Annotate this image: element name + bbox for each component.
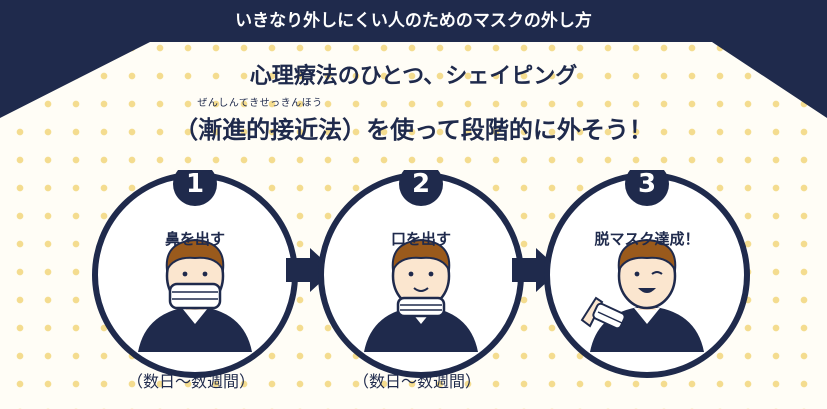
step-2-badge [399,170,443,206]
step-1-badge [173,170,217,206]
step-1-label: 鼻を出す [164,230,225,248]
step-1: 1 鼻を出す [90,169,300,380]
subtitle: 心理療法のひとつ、シェイピング [249,64,578,89]
step-1-duration: （数日〜数週間） [126,372,255,391]
person-nose-out-icon [138,238,252,352]
step-2-label: 口を出す [390,230,451,248]
main-title: （漸進的接近法）を使って段階的に外そう！ [174,116,653,144]
step-3: 3 脱マスク達成！ [542,169,752,380]
title-ruby: ぜんしんてきせっきんほう [197,98,323,109]
step-1-number: 1 [185,169,205,199]
person-mask-off-icon [580,238,704,352]
person-mouth-out-icon [364,238,478,352]
header-title: いきなり外しにくい人のためのマスクの外し方 [235,11,592,31]
step-3-number: 3 [637,169,657,199]
step-3-label: 脱マスク達成！ [594,230,700,248]
step-2-number: 2 [411,169,431,199]
step-2-duration: （数日〜数週間） [352,372,481,391]
step-2: 2 口を出す [316,169,526,380]
step-3-badge [625,170,669,206]
